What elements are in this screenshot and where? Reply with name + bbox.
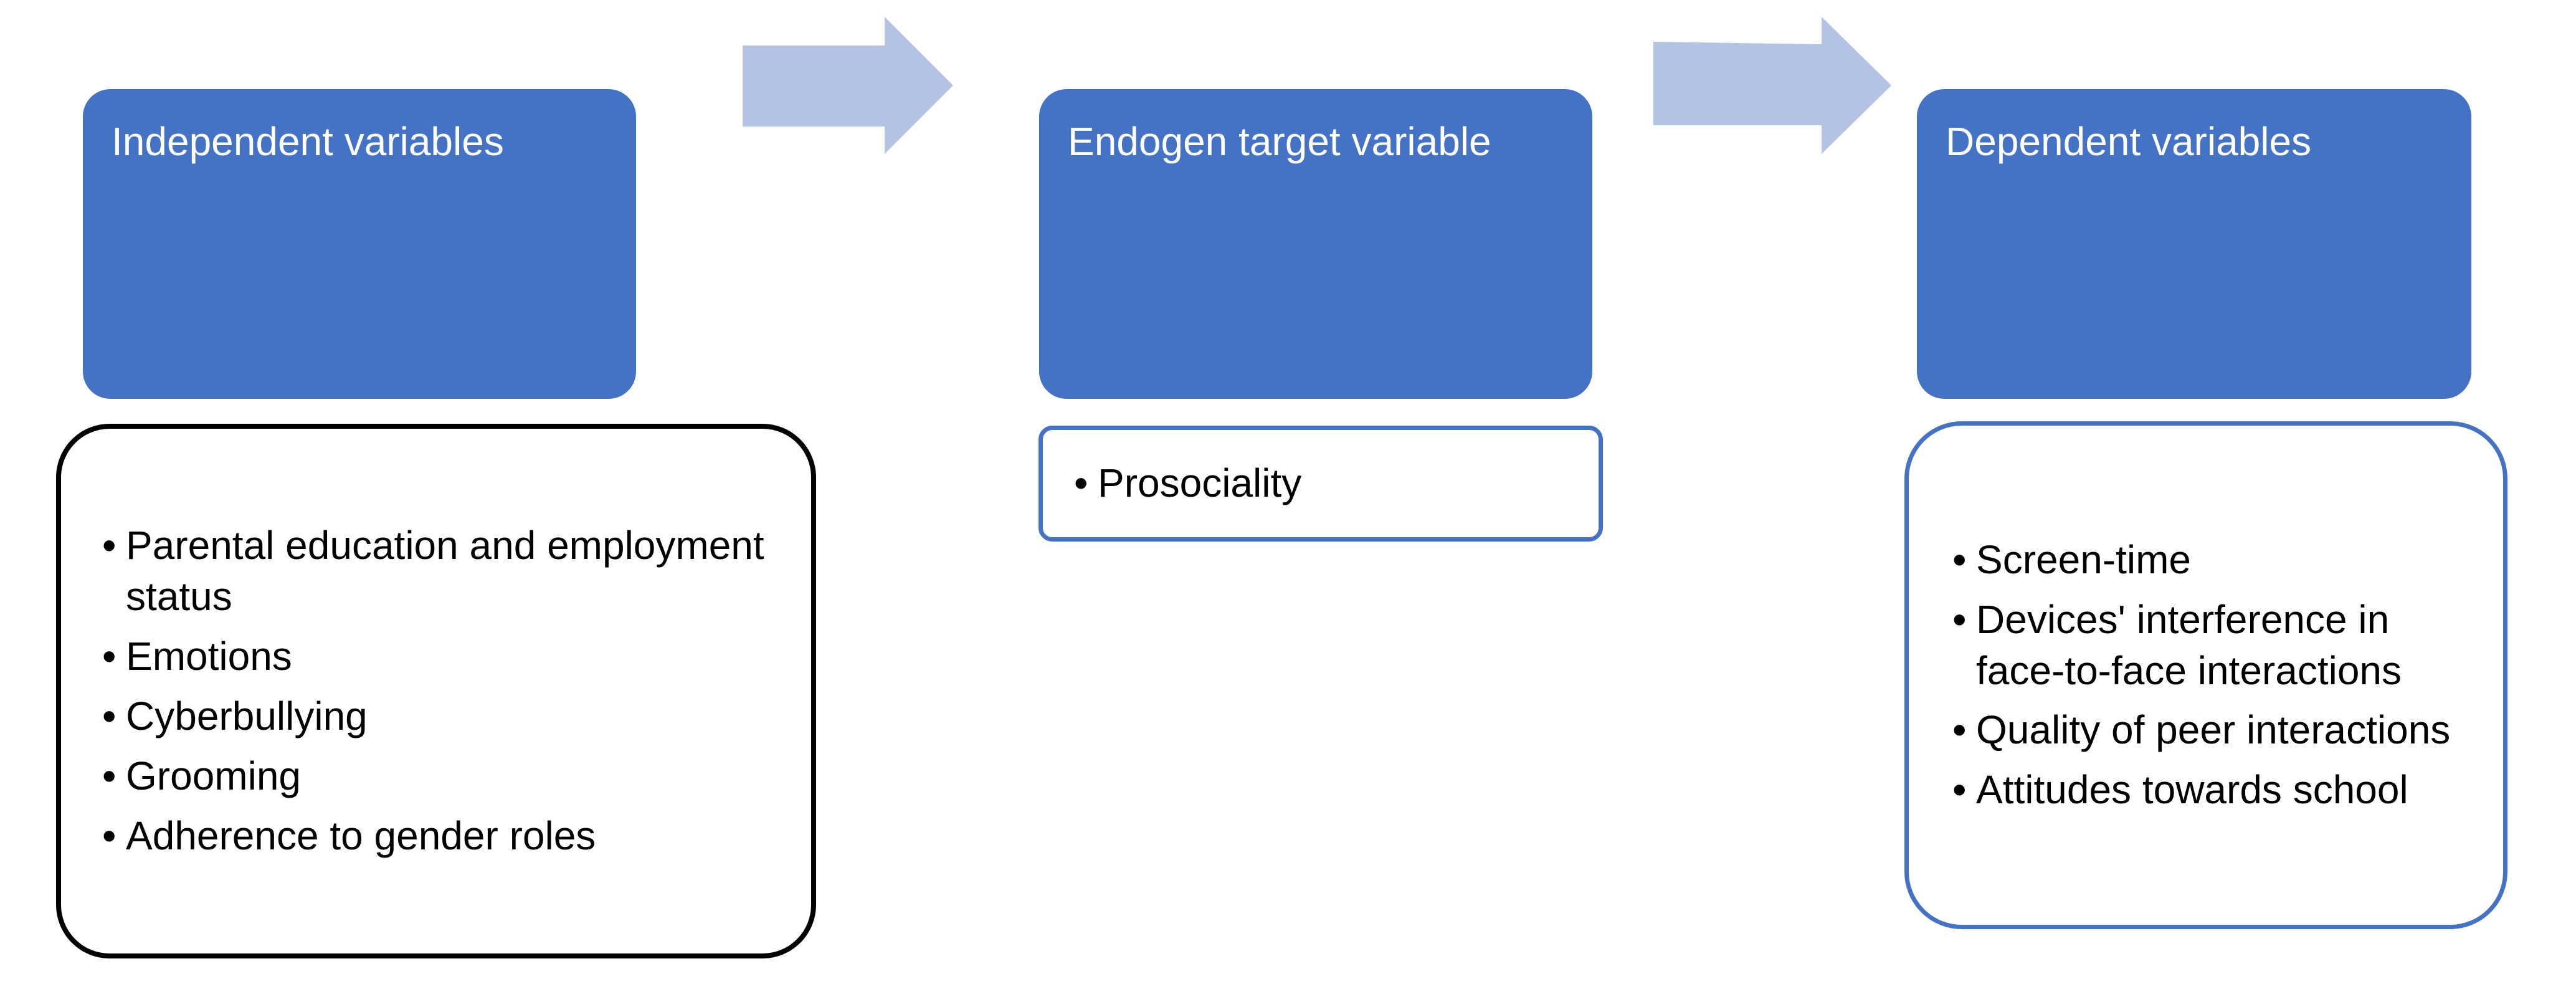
independent-variables-list: •Parental education and employment statu… (102, 520, 774, 861)
endogen-target-variable-title: Endogen target variable (1068, 119, 1491, 164)
list-item: •Devices' interference in face-to-face i… (1952, 595, 2478, 697)
dependent-variables-title: Dependent variables (1946, 119, 2312, 164)
list-item: •Adherence to gender roles (102, 811, 774, 862)
dependent-variables-list: •Screen-time •Devices' interference in f… (1952, 535, 2478, 816)
right-arrow-icon (743, 17, 953, 154)
arrow-1-shape (743, 17, 953, 154)
independent-variables-header: Independent variables (83, 89, 636, 399)
endogen-target-variable-header: Endogen target variable (1039, 89, 1592, 399)
bullet-glyph: • (102, 634, 116, 679)
bullet-glyph: • (1074, 461, 1088, 506)
list-item: •Quality of peer interactions (1952, 705, 2478, 756)
bullet-glyph: • (1952, 537, 1967, 582)
independent-variables-list-box: •Parental education and employment statu… (56, 424, 816, 958)
list-item: •Cyberbullying (102, 691, 774, 742)
bullet-glyph: • (1952, 707, 1967, 753)
bullet-glyph: • (102, 523, 116, 568)
dependent-variables-header: Dependent variables (1917, 89, 2471, 399)
list-item: •Emotions (102, 631, 774, 682)
endogen-target-variable-list: •Prosociality (1074, 458, 1574, 509)
bullet-glyph: • (102, 753, 116, 798)
independent-variables-title: Independent variables (112, 119, 504, 164)
dependent-variables-list-box: •Screen-time •Devices' interference in f… (1904, 421, 2507, 929)
list-item: •Attitudes towards school (1952, 765, 2478, 816)
list-item: •Parental education and employment statu… (102, 520, 774, 623)
bullet-glyph: • (1952, 767, 1967, 813)
list-item: •Grooming (102, 751, 774, 802)
endogen-target-variable-list-box: •Prosociality (1038, 426, 1603, 542)
bullet-glyph: • (102, 813, 116, 858)
arrow-2-shape (1653, 17, 1891, 154)
bullet-glyph: • (102, 694, 116, 738)
list-item: •Screen-time (1952, 535, 2478, 586)
right-arrow-icon (1653, 17, 1891, 154)
list-item: •Prosociality (1074, 458, 1574, 509)
bullet-glyph: • (1952, 596, 1967, 642)
